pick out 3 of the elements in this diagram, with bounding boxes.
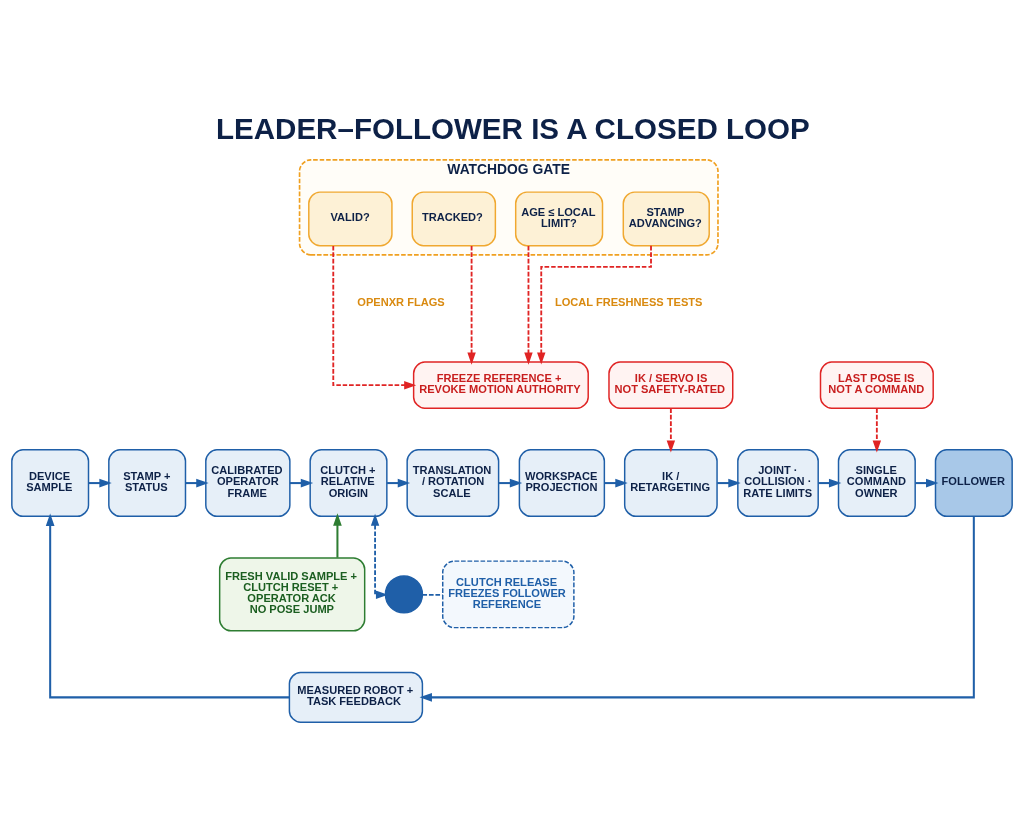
diagram-title: LEADER–FOLLOWER IS A CLOSED LOOP (215, 112, 810, 146)
label: OPENXR FLAGS (357, 295, 445, 308)
label: LOCAL FRESHNESS TESTS (554, 295, 703, 308)
